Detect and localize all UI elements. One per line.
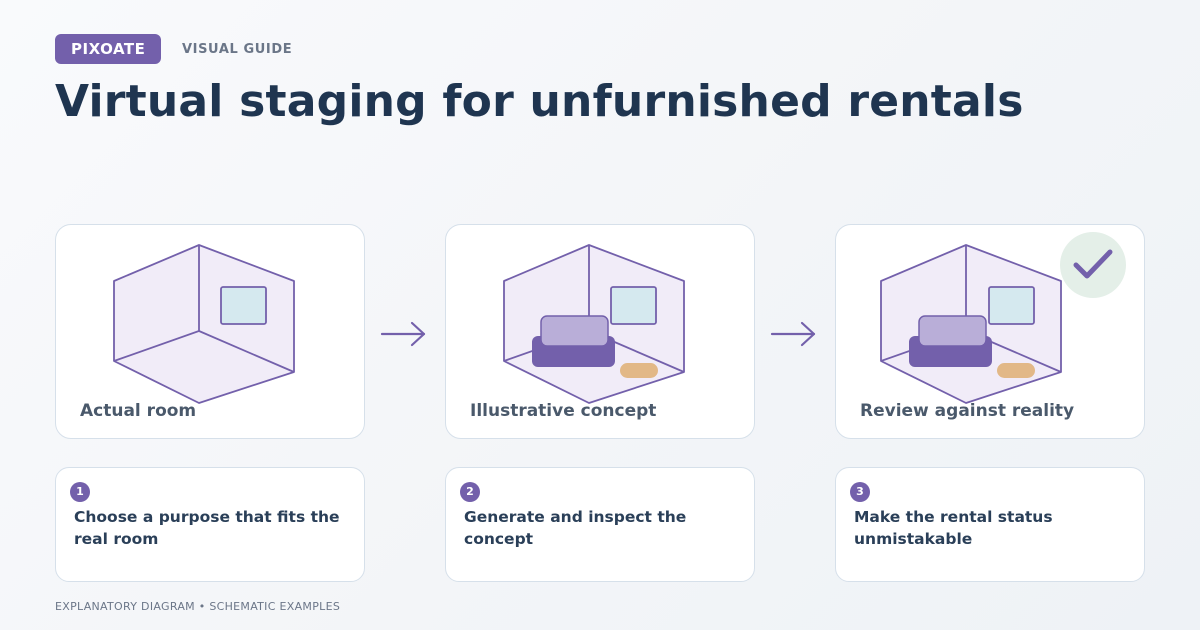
check-icon: [1073, 249, 1113, 279]
brand-badge: PIXOATE: [55, 34, 162, 64]
rug-shape: [620, 363, 658, 378]
rug-shape: [997, 363, 1035, 378]
panel-actual-room: Actual room: [55, 224, 365, 439]
check-badge: [1060, 232, 1126, 298]
staged-room-illustration: [880, 244, 1062, 404]
arrow-right-icon: [380, 321, 426, 347]
step-card: 3 Make the rental status unmistakable: [835, 467, 1145, 582]
footer-note: EXPLANATORY DIAGRAM • SCHEMATIC EXAMPLES: [55, 600, 341, 613]
step-number-badge: 2: [460, 482, 480, 502]
step-card: 2 Generate and inspect the concept: [445, 467, 755, 582]
staged-room-illustration: [503, 244, 685, 404]
panel-label: Actual room: [80, 401, 197, 421]
panel-review-against-reality: Review against reality: [835, 224, 1145, 439]
empty-room-illustration: [113, 244, 295, 404]
sofa-cushion-shape: [540, 315, 609, 347]
step-number-badge: 3: [850, 482, 870, 502]
window-shape: [610, 286, 657, 325]
step-text: Choose a purpose that fits the real room: [74, 508, 340, 548]
window-shape: [220, 286, 267, 325]
sofa-cushion-shape: [918, 315, 987, 347]
window-shape: [988, 286, 1035, 325]
panel-label: Illustrative concept: [470, 401, 657, 421]
arrow-right-icon: [770, 321, 816, 347]
step-number-badge: 1: [70, 482, 90, 502]
panel-illustrative-concept: Illustrative concept: [445, 224, 755, 439]
step-text: Make the rental status unmistakable: [854, 508, 1053, 548]
page-title: Virtual staging for unfurnished rentals: [55, 76, 1024, 127]
panel-label: Review against reality: [860, 401, 1075, 421]
guide-label: VISUAL GUIDE: [182, 42, 293, 57]
step-card: 1 Choose a purpose that fits the real ro…: [55, 467, 365, 582]
step-text: Generate and inspect the concept: [464, 508, 687, 548]
